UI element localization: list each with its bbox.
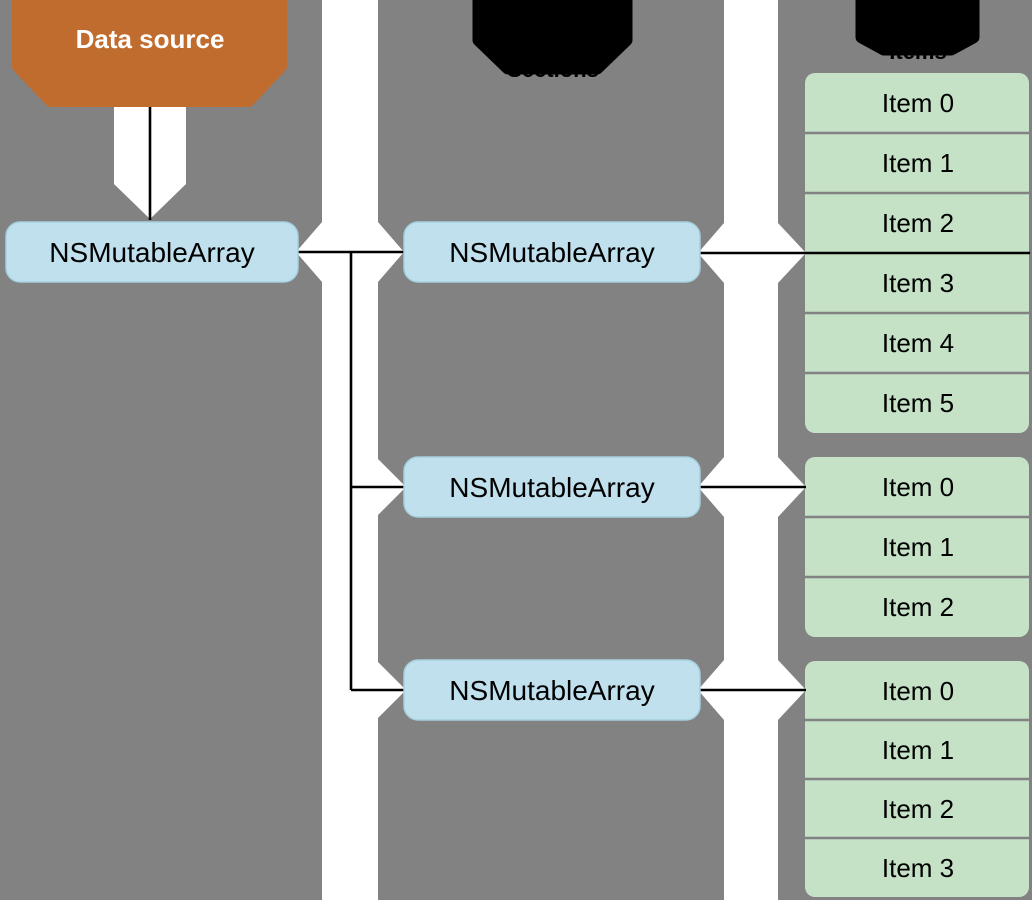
root-array-box — [5, 221, 299, 283]
item-row-label: Item 4 — [882, 328, 954, 358]
vertical-channel-right — [724, 0, 778, 900]
section-array-3-label: NSMutableArray — [449, 675, 654, 706]
item-row-label: Item 5 — [882, 388, 954, 418]
item-row-label: Item 1 — [882, 148, 954, 178]
sections-label-shape — [472, 0, 633, 75]
item-row-label: Item 1 — [882, 532, 954, 562]
item-group-3-separators — [805, 718, 1029, 840]
items-label-shape — [855, 0, 980, 56]
root-array-label: NSMutableArray — [49, 237, 254, 268]
section-array-2-label: NSMutableArray — [449, 472, 654, 503]
sections-column-label: Sections — [507, 57, 599, 82]
item-row-label: Item 3 — [882, 853, 954, 883]
item-row-label: Item 0 — [882, 472, 954, 502]
item-group-1-separators — [805, 131, 1029, 375]
array-boxes: NSMutableArray NSMutableArray NSMutableA… — [5, 221, 701, 721]
item-row-label: Item 1 — [882, 735, 954, 765]
item-group-2-box — [805, 457, 1029, 637]
item-row-label: Item 3 — [882, 268, 954, 298]
data-source-label: Data source — [76, 24, 225, 54]
section-array-1-box — [403, 221, 701, 283]
item-row-label: Item 2 — [882, 794, 954, 824]
data-source-box — [12, 0, 287, 107]
item-row-label: Item 0 — [882, 88, 954, 118]
items-column-label: Items — [889, 39, 946, 64]
item-row-label: Item 2 — [882, 208, 954, 238]
section-array-2-box — [403, 456, 701, 518]
item-group-2-separators — [805, 515, 1029, 579]
item-row-label: Item 0 — [882, 676, 954, 706]
section-array-3-box — [403, 659, 701, 721]
item-labels: Item 0 Item 1 Item 2 Item 3 Item 4 Item … — [882, 88, 954, 883]
item-row-label: Item 2 — [882, 592, 954, 622]
section-array-1-label: NSMutableArray — [449, 237, 654, 268]
